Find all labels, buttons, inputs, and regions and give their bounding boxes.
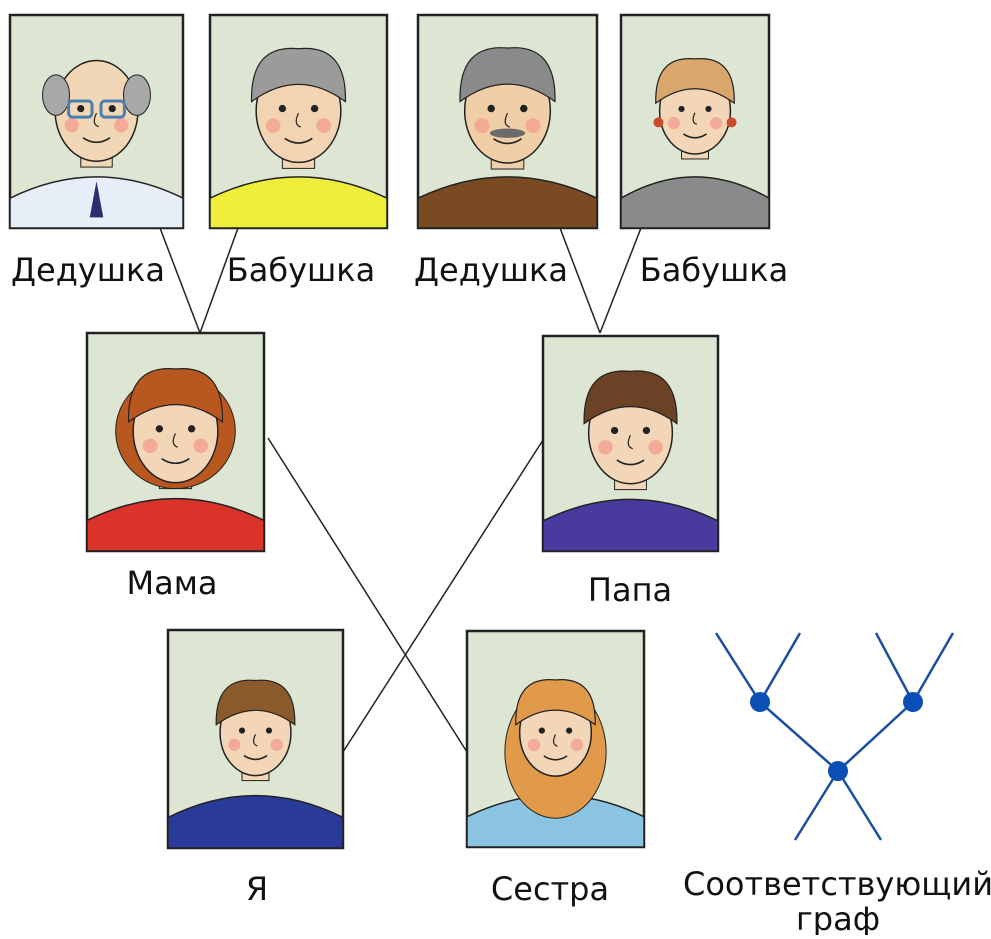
portrait-mom <box>85 331 266 553</box>
portrait-grandpa2 <box>416 13 599 230</box>
graph-edge-c-top <box>874 632 915 703</box>
graph-node-right <box>903 692 923 712</box>
graph-caption-line1: Соответствующий <box>683 865 991 903</box>
graph-edge-b-top <box>758 632 802 703</box>
connection-grandpa1-mom <box>159 227 201 334</box>
label-grandpa2: Дедушка <box>414 251 568 289</box>
graph-edges <box>714 632 955 841</box>
graph-edge-left-mid <box>759 701 839 772</box>
connection-grandma2-dad <box>599 227 642 334</box>
connection-grandpa2-dad <box>559 227 601 334</box>
label-grandpa1: Дедушка <box>11 251 165 289</box>
name-labels: Дедушка Бабушка Дедушка Бабушка Мама Пап… <box>11 251 788 908</box>
graph-caption-line2: граф <box>796 900 880 935</box>
graph-edge-a-top <box>714 632 762 703</box>
photo-frames <box>8 13 771 850</box>
connection-mom-sister <box>267 437 468 753</box>
label-me: Я <box>246 870 268 908</box>
connection-dad-me <box>342 439 544 753</box>
graph-edge-right-mid <box>837 701 914 772</box>
portrait-sister <box>465 629 646 849</box>
graph-node-left <box>750 692 770 712</box>
label-grandma2: Бабушка <box>640 251 788 289</box>
connection-lines <box>159 227 642 753</box>
graph-nodes <box>750 692 923 781</box>
portrait-grandma2 <box>619 13 771 230</box>
corresponding-graph: Соответствующий граф <box>683 632 991 938</box>
connection-grandma1-mom <box>199 227 239 334</box>
label-sister: Сестра <box>491 870 609 908</box>
portrait-grandpa1 <box>8 13 185 230</box>
portrait-grandma1 <box>208 13 389 230</box>
label-dad: Папа <box>588 571 672 609</box>
graph-edge-d-top <box>911 632 955 703</box>
portrait-me <box>166 628 345 850</box>
label-mom: Мама <box>127 564 218 602</box>
graph-edge-bottom-right <box>836 770 883 841</box>
label-grandma1: Бабушка <box>227 251 375 289</box>
graph-edge-bottom-left <box>793 770 840 841</box>
graph-node-bottom <box>828 761 848 781</box>
portrait-dad <box>541 334 720 553</box>
